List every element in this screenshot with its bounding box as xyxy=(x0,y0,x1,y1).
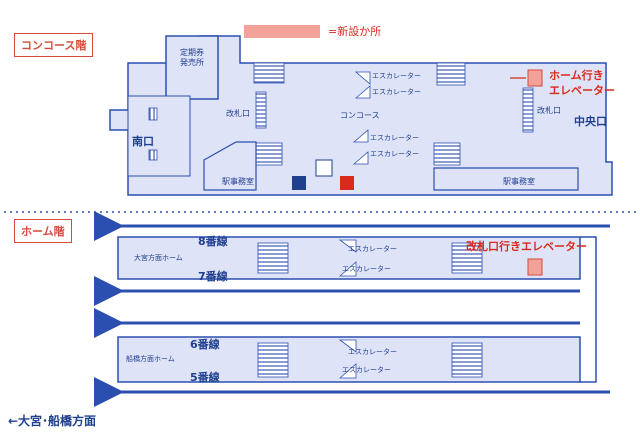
station-office-right: 駅事務室 xyxy=(503,177,535,186)
concourse-escalator-3: エスカレーター xyxy=(370,134,419,142)
south-exit-label: 南口 xyxy=(132,135,154,148)
direction-label: ←大宮･船橋方面 xyxy=(8,414,97,428)
platform-escalator-4: エスカレーター xyxy=(342,366,391,374)
concourse-label: コンコース xyxy=(340,111,380,120)
concourse-level xyxy=(109,35,613,196)
platform-floor-tag: ホーム階 xyxy=(14,219,72,243)
elevator-to-gate-label: 改札口行きエレベーター xyxy=(466,240,587,253)
concourse-escalator-2: エスカレーター xyxy=(372,88,421,96)
platform-escalator-1: エスカレーター xyxy=(348,245,397,253)
station-office-left: 駅事務室 xyxy=(222,177,254,186)
ticket-gate-left: 改札口 xyxy=(226,109,250,118)
concourse-floor-tag: コンコース階 xyxy=(14,33,94,57)
track-7-label: 7番線 xyxy=(198,270,228,283)
track-6-label: 6番線 xyxy=(190,338,220,351)
concourse-escalator-4: エスカレーター xyxy=(370,150,419,158)
elevator-to-platform-line1: ホーム行き xyxy=(549,69,604,82)
ticket-gate-right: 改札口 xyxy=(537,106,561,115)
lower-platform-name: 船橋方面ホーム xyxy=(126,355,175,363)
upper-platform-name: 大宮方面ホーム xyxy=(134,254,183,262)
concourse-escalator-1: エスカレーター xyxy=(372,72,421,80)
commuter-pass-office-line2: 発売所 xyxy=(180,58,204,67)
platform-level xyxy=(94,211,610,407)
commuter-pass-office-line1: 定期券 xyxy=(180,48,204,57)
platform-escalator-2: エスカレーター xyxy=(342,265,391,273)
legend-label: =新設か所 xyxy=(328,25,382,38)
platform-escalator-3: エスカレーター xyxy=(348,348,397,356)
track-8-label: 8番線 xyxy=(198,235,228,248)
legend-swatch xyxy=(244,25,320,38)
track-5-label: 5番線 xyxy=(190,371,220,384)
central-exit-label: 中央口 xyxy=(574,115,607,128)
elevator-to-platform-line2: エレベーター xyxy=(549,84,615,97)
